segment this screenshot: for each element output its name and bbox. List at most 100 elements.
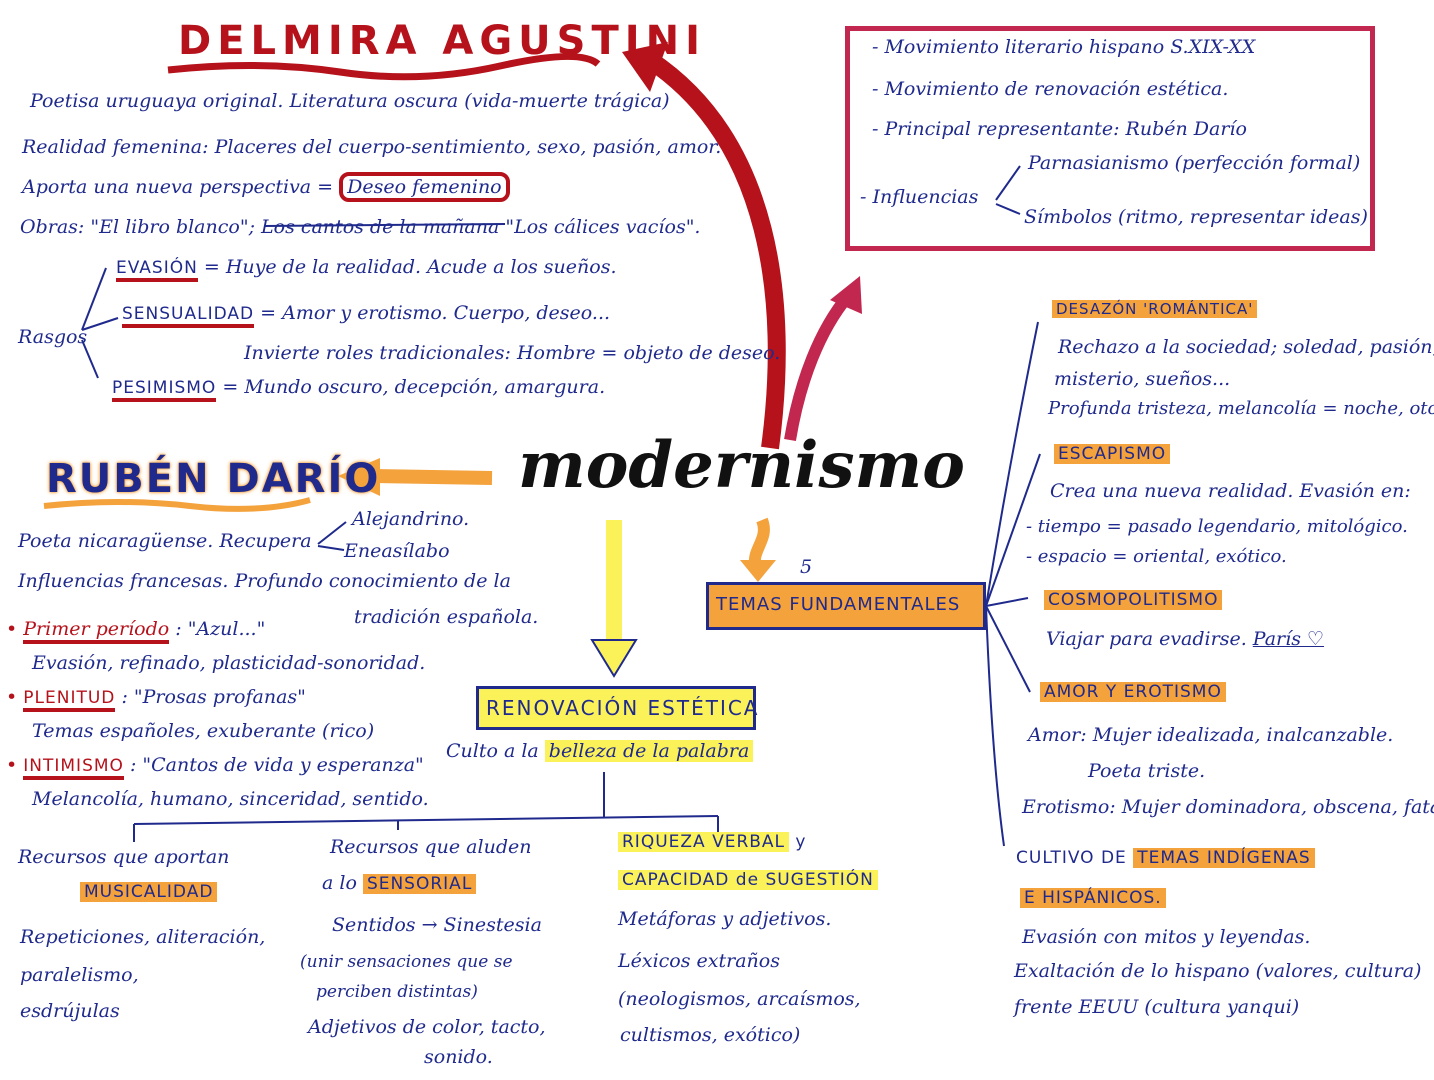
delmira-title: DELMIRA AGUSTINI bbox=[178, 18, 706, 64]
ruben-line-3: tradición española. bbox=[354, 606, 539, 628]
tema-2-title: ESCAPISMO bbox=[1054, 444, 1171, 464]
tema-1-line-3: Profunda tristeza, melancolía = noche, o… bbox=[1048, 398, 1434, 419]
renovacion-box bbox=[476, 686, 756, 730]
tema-4-line-2: Poeta triste. bbox=[1088, 760, 1206, 782]
col3-y: y bbox=[795, 832, 807, 852]
col3-line-1: Metáforas y adjetivos. bbox=[618, 908, 832, 930]
col3-line-2: Léxicos extraños bbox=[618, 950, 780, 972]
col2-head: Recursos que aluden bbox=[330, 836, 532, 858]
col2-line-5: sonido. bbox=[424, 1046, 493, 1068]
renovacion-sub: Culto a la belleza de la palabra bbox=[446, 740, 754, 763]
arrow-head-temas bbox=[740, 560, 776, 582]
delmira-obras: Obras: "El libro blanco"; Los cantos de … bbox=[20, 216, 700, 239]
periodo-1-desc: Evasión, refinado, plasticidad-sonoridad… bbox=[32, 652, 426, 674]
tema-4-title: AMOR Y EROTISMO bbox=[1040, 682, 1226, 702]
col1-line-3: esdrújulas bbox=[20, 1000, 120, 1022]
delmira-line-3a: Aporta una nueva perspectiva = bbox=[22, 176, 334, 198]
col2-line-3: perciben distintas) bbox=[316, 982, 478, 1002]
sensorial-label: SENSORIAL bbox=[362, 874, 477, 894]
col3-line-3: (neologismos, arcaísmos, bbox=[618, 988, 861, 1010]
rasgo-evasion-desc: = Huye de la realidad. Acude a los sueño… bbox=[203, 256, 617, 278]
modernismo-info-box bbox=[845, 26, 1375, 251]
escapismo-label: ESCAPISMO bbox=[1054, 444, 1171, 464]
obras-2: "Los cálices vacíos". bbox=[505, 216, 701, 238]
capacidad-sugestion-label: CAPACIDAD de SUGESTIÓN bbox=[618, 870, 878, 890]
ruben-line-2: Influencias francesas. Profundo conocimi… bbox=[18, 570, 511, 592]
periodo-2-desc: Temas españoles, exuberante (rico) bbox=[32, 720, 375, 742]
deseo-femenino-box: Deseo femenino bbox=[339, 172, 510, 202]
arrow-head-renovacion bbox=[590, 639, 638, 678]
renovacion-title: RENOVACIÓN ESTÉTICA bbox=[486, 696, 760, 720]
tema-2-line-2: - tiempo = pasado legendario, mitológico… bbox=[1026, 516, 1408, 537]
arrow-to-ruben bbox=[371, 469, 493, 485]
cosmopolitismo-label: COSMOPOLITISMO bbox=[1044, 590, 1223, 610]
tema-4-line-3: Erotismo: Mujer dominadora, obscena, fat… bbox=[1022, 796, 1434, 818]
tema-3-text: Viajar para evadirse. bbox=[1046, 628, 1247, 650]
col1-head: Recursos que aportan bbox=[18, 846, 230, 868]
tema-2-line-3: - espacio = oriental, exótico. bbox=[1026, 546, 1287, 567]
tema-1-title: DESAZÓN 'ROMÁNTICA' bbox=[1052, 300, 1258, 318]
periodo-3: • INTIMISMO : "Cantos de vida y esperanz… bbox=[6, 754, 424, 780]
periodo-3-name: INTIMISMO bbox=[23, 756, 124, 780]
temas-count: 5 bbox=[800, 556, 813, 578]
desazon-label: DESAZÓN 'ROMÁNTICA' bbox=[1052, 300, 1258, 318]
col2-line-1: Sentidos → Sinestesia bbox=[332, 914, 542, 936]
central-topic: modernismo bbox=[518, 428, 965, 503]
hispanicos-label: E HISPÁNICOS. bbox=[1020, 888, 1166, 908]
info-line-3: - Principal representante: Rubén Darío bbox=[872, 118, 1247, 140]
arrow-head-ruben bbox=[338, 458, 380, 496]
obras-struck: Los cantos de la mañana bbox=[261, 216, 500, 238]
rasgo-evasion-name: EVASIÓN bbox=[116, 258, 198, 282]
renovacion-sub-b: belleza de la palabra bbox=[544, 740, 754, 762]
rasgos-label: Rasgos bbox=[18, 326, 88, 348]
info-influencia-2: Símbolos (ritmo, representar ideas) bbox=[1024, 206, 1368, 228]
arrow-to-delmira bbox=[645, 52, 786, 450]
tema-5-line-2: Exaltación de lo hispano (valores, cultu… bbox=[1014, 960, 1422, 982]
col3-line-4: cultismos, exótico) bbox=[620, 1024, 801, 1046]
col2-a-lo: a lo bbox=[322, 872, 357, 894]
tema-4-line-1: Amor: Mujer idealizada, inalcanzable. bbox=[1028, 724, 1394, 746]
info-line-1: - Movimiento literario hispano S.XIX-XX bbox=[872, 36, 1256, 58]
info-influencia-1: Parnasianismo (perfección formal) bbox=[1028, 152, 1361, 174]
tema-3-paris: París ♡ bbox=[1252, 628, 1325, 650]
col1-musicalidad: MUSICALIDAD bbox=[80, 882, 218, 902]
periodo-2: • PLENITUD : "Prosas profanas" bbox=[6, 686, 306, 712]
temas-indigenas-label: TEMAS INDÍGENAS bbox=[1133, 848, 1315, 868]
tema-3-line-1: Viajar para evadirse. París ♡ bbox=[1046, 628, 1324, 651]
delmira-line-3: Aporta una nueva perspectiva = Deseo fem… bbox=[22, 172, 510, 202]
col2-line-4: Adjetivos de color, tacto, bbox=[308, 1016, 546, 1038]
tema-5-line-1: Evasión con mitos y leyendas. bbox=[1022, 926, 1311, 948]
rasgo-sensualidad-desc: = Amor y erotismo. Cuerpo, deseo... bbox=[260, 302, 611, 324]
col3-sugestion: CAPACIDAD de SUGESTIÓN bbox=[618, 870, 878, 890]
arrow-head-delmira bbox=[622, 42, 668, 92]
rasgo-pesimismo-name: PESIMISMO bbox=[112, 378, 217, 402]
riqueza-verbal-label: RIQUEZA VERBAL bbox=[618, 832, 790, 852]
rasgo-evasion: EVASIÓN = Huye de la realidad. Acude a l… bbox=[116, 256, 617, 282]
info-line-2: - Movimiento de renovación estética. bbox=[872, 78, 1229, 100]
rasgo-sensualidad-name: SENSUALIDAD bbox=[122, 304, 255, 328]
delmira-line-1: Poetisa uruguaya original. Literatura os… bbox=[30, 90, 670, 112]
obras-1: Obras: "El libro blanco"; bbox=[20, 216, 255, 238]
periodo-2-obra: : "Prosas profanas" bbox=[121, 686, 306, 708]
periodo-3-obra: : "Cantos de vida y esperanza" bbox=[129, 754, 424, 776]
tema-1-line-1: Rechazo a la sociedad; soledad, pasión, bbox=[1058, 336, 1434, 358]
tema-5-line-3: frente EEUU (cultura yanqui) bbox=[1014, 996, 1300, 1018]
periodo-1-name: Primer período bbox=[23, 618, 170, 644]
tema-1-line-2: misterio, sueños... bbox=[1054, 368, 1231, 390]
periodo-1-obra: : "Azul..." bbox=[175, 618, 266, 640]
ruben-eneasilabo: Eneasílabo bbox=[344, 540, 450, 562]
renovacion-sub-a: Culto a la bbox=[446, 740, 539, 762]
rasgo-pesimismo-desc: = Mundo oscuro, decepción, amargura. bbox=[222, 376, 606, 398]
ruben-title: RUBÉN DARÍO bbox=[46, 456, 381, 502]
arrow-head-infobox bbox=[830, 276, 862, 314]
arrow-to-infobox bbox=[784, 292, 853, 441]
tema-2-line-1: Crea una nueva realidad. Evasión en: bbox=[1050, 480, 1411, 502]
tema-5-title-2: E HISPÁNICOS. bbox=[1020, 888, 1166, 908]
amor-erotismo-label: AMOR Y EROTISMO bbox=[1040, 682, 1226, 702]
info-line-4: - Influencias bbox=[860, 186, 979, 208]
musicalidad-label: MUSICALIDAD bbox=[80, 882, 218, 902]
tema-5-title: CULTIVO DE TEMAS INDÍGENAS bbox=[1016, 848, 1315, 868]
